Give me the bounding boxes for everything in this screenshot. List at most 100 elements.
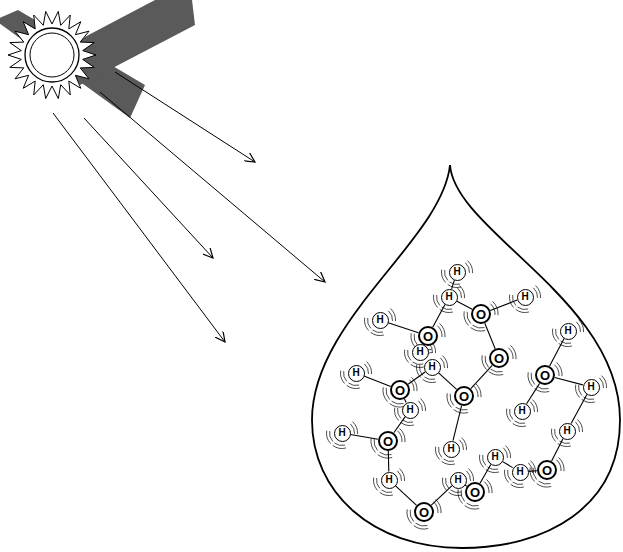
vibration-mark bbox=[483, 455, 486, 465]
vibration-mark bbox=[392, 401, 404, 404]
vibration-mark bbox=[459, 440, 463, 450]
vibration-mark bbox=[511, 484, 524, 487]
vibration-mark bbox=[556, 329, 559, 339]
vibration-mark bbox=[449, 492, 462, 495]
vibration-mark bbox=[576, 322, 580, 332]
vibration-mark bbox=[403, 420, 414, 422]
vibration-mark bbox=[442, 270, 446, 283]
atom-symbol: O bbox=[419, 506, 429, 519]
vibration-mark bbox=[377, 478, 380, 488]
sun-symbol bbox=[8, 11, 96, 98]
atom-circle: O bbox=[414, 502, 434, 522]
vibration-mark bbox=[465, 506, 480, 509]
bond-line bbox=[388, 323, 418, 333]
vibration-mark bbox=[505, 470, 509, 483]
vibration-mark bbox=[468, 261, 473, 274]
bond-line bbox=[452, 280, 455, 289]
vibration-mark bbox=[533, 400, 538, 413]
vibration-mark bbox=[437, 326, 442, 337]
atom-symbol: O bbox=[494, 352, 504, 365]
atom-symbol: H bbox=[516, 467, 523, 477]
vibration-mark bbox=[537, 386, 549, 389]
vibration-mark bbox=[466, 471, 470, 481]
atom-circle: H bbox=[559, 423, 576, 440]
bond-line bbox=[350, 435, 378, 440]
vibration-mark bbox=[350, 424, 354, 434]
vibration-mark bbox=[436, 447, 440, 460]
light-rays bbox=[53, 72, 325, 342]
vibration-mark bbox=[397, 431, 402, 442]
atom-symbol: O bbox=[476, 308, 486, 321]
bond-line bbox=[453, 406, 462, 441]
atom-symbol: H bbox=[338, 428, 345, 438]
vibration-mark bbox=[434, 295, 438, 308]
atom-symbol: H bbox=[453, 267, 460, 277]
atom-circle: O bbox=[471, 304, 491, 324]
bond-line bbox=[438, 373, 456, 390]
atom-circle: H bbox=[348, 365, 365, 382]
vibration-mark bbox=[528, 372, 533, 386]
atom-symbol: O bbox=[383, 435, 393, 448]
vibration-mark bbox=[353, 422, 358, 435]
vibration-mark bbox=[380, 452, 392, 455]
atom-symbol: H bbox=[376, 315, 383, 325]
vibration-mark bbox=[462, 438, 467, 451]
vibration-mark bbox=[440, 358, 444, 368]
bond-line bbox=[471, 365, 492, 388]
vibration-mark bbox=[411, 364, 424, 367]
atom-symbol: H bbox=[352, 368, 359, 378]
vibration-mark bbox=[382, 490, 393, 492]
vibration-mark bbox=[407, 509, 412, 523]
vibration-mark bbox=[513, 482, 524, 484]
atom-symbol: H bbox=[406, 405, 413, 415]
vibration-mark bbox=[576, 385, 580, 398]
vibration-mark bbox=[473, 386, 478, 397]
vibration-mark bbox=[436, 499, 442, 513]
vibration-mark bbox=[464, 311, 469, 325]
vibration-mark bbox=[508, 470, 511, 480]
vibration-mark bbox=[446, 478, 449, 488]
vibration-mark bbox=[413, 362, 424, 364]
atom-symbol: H bbox=[385, 475, 392, 485]
atom-symbol: O bbox=[470, 486, 480, 499]
vibration-mark bbox=[395, 408, 399, 421]
vibration-mark bbox=[530, 467, 535, 481]
vibration-mark bbox=[555, 429, 558, 439]
shadow-bands bbox=[0, 0, 195, 118]
vibration-mark bbox=[513, 423, 526, 426]
atom-circle: H bbox=[583, 379, 600, 396]
bond-line bbox=[550, 339, 565, 367]
atom-symbol: H bbox=[445, 292, 452, 302]
atom-symbol: H bbox=[454, 475, 461, 485]
atom-circle: H bbox=[402, 402, 419, 419]
vibration-mark bbox=[400, 428, 406, 442]
vibration-mark bbox=[491, 369, 503, 372]
vibration-mark bbox=[473, 325, 485, 328]
bond-line bbox=[555, 378, 583, 385]
vibration-mark bbox=[484, 482, 489, 493]
vibration-mark bbox=[344, 371, 347, 381]
vibration-mark bbox=[510, 295, 514, 308]
vibration-mark bbox=[503, 448, 507, 458]
vibration-mark bbox=[469, 469, 474, 482]
vibration-mark bbox=[368, 318, 371, 328]
vibration-mark bbox=[467, 503, 479, 506]
vibration-mark bbox=[330, 431, 333, 441]
vibration-mark bbox=[539, 481, 551, 484]
vibration-mark bbox=[451, 490, 462, 492]
vibration-mark bbox=[374, 478, 378, 491]
vibration-mark bbox=[556, 460, 561, 471]
vibration-mark bbox=[448, 284, 461, 287]
vibration-mark bbox=[418, 401, 422, 411]
atom-circle: H bbox=[372, 312, 389, 329]
atom-circle: H bbox=[514, 403, 531, 420]
vibration-mark bbox=[367, 362, 372, 375]
atom-circle: H bbox=[443, 441, 460, 458]
vibration-mark bbox=[508, 348, 513, 359]
vibration-mark bbox=[439, 447, 442, 457]
vibration-mark bbox=[378, 455, 393, 458]
bond-line bbox=[395, 486, 416, 506]
